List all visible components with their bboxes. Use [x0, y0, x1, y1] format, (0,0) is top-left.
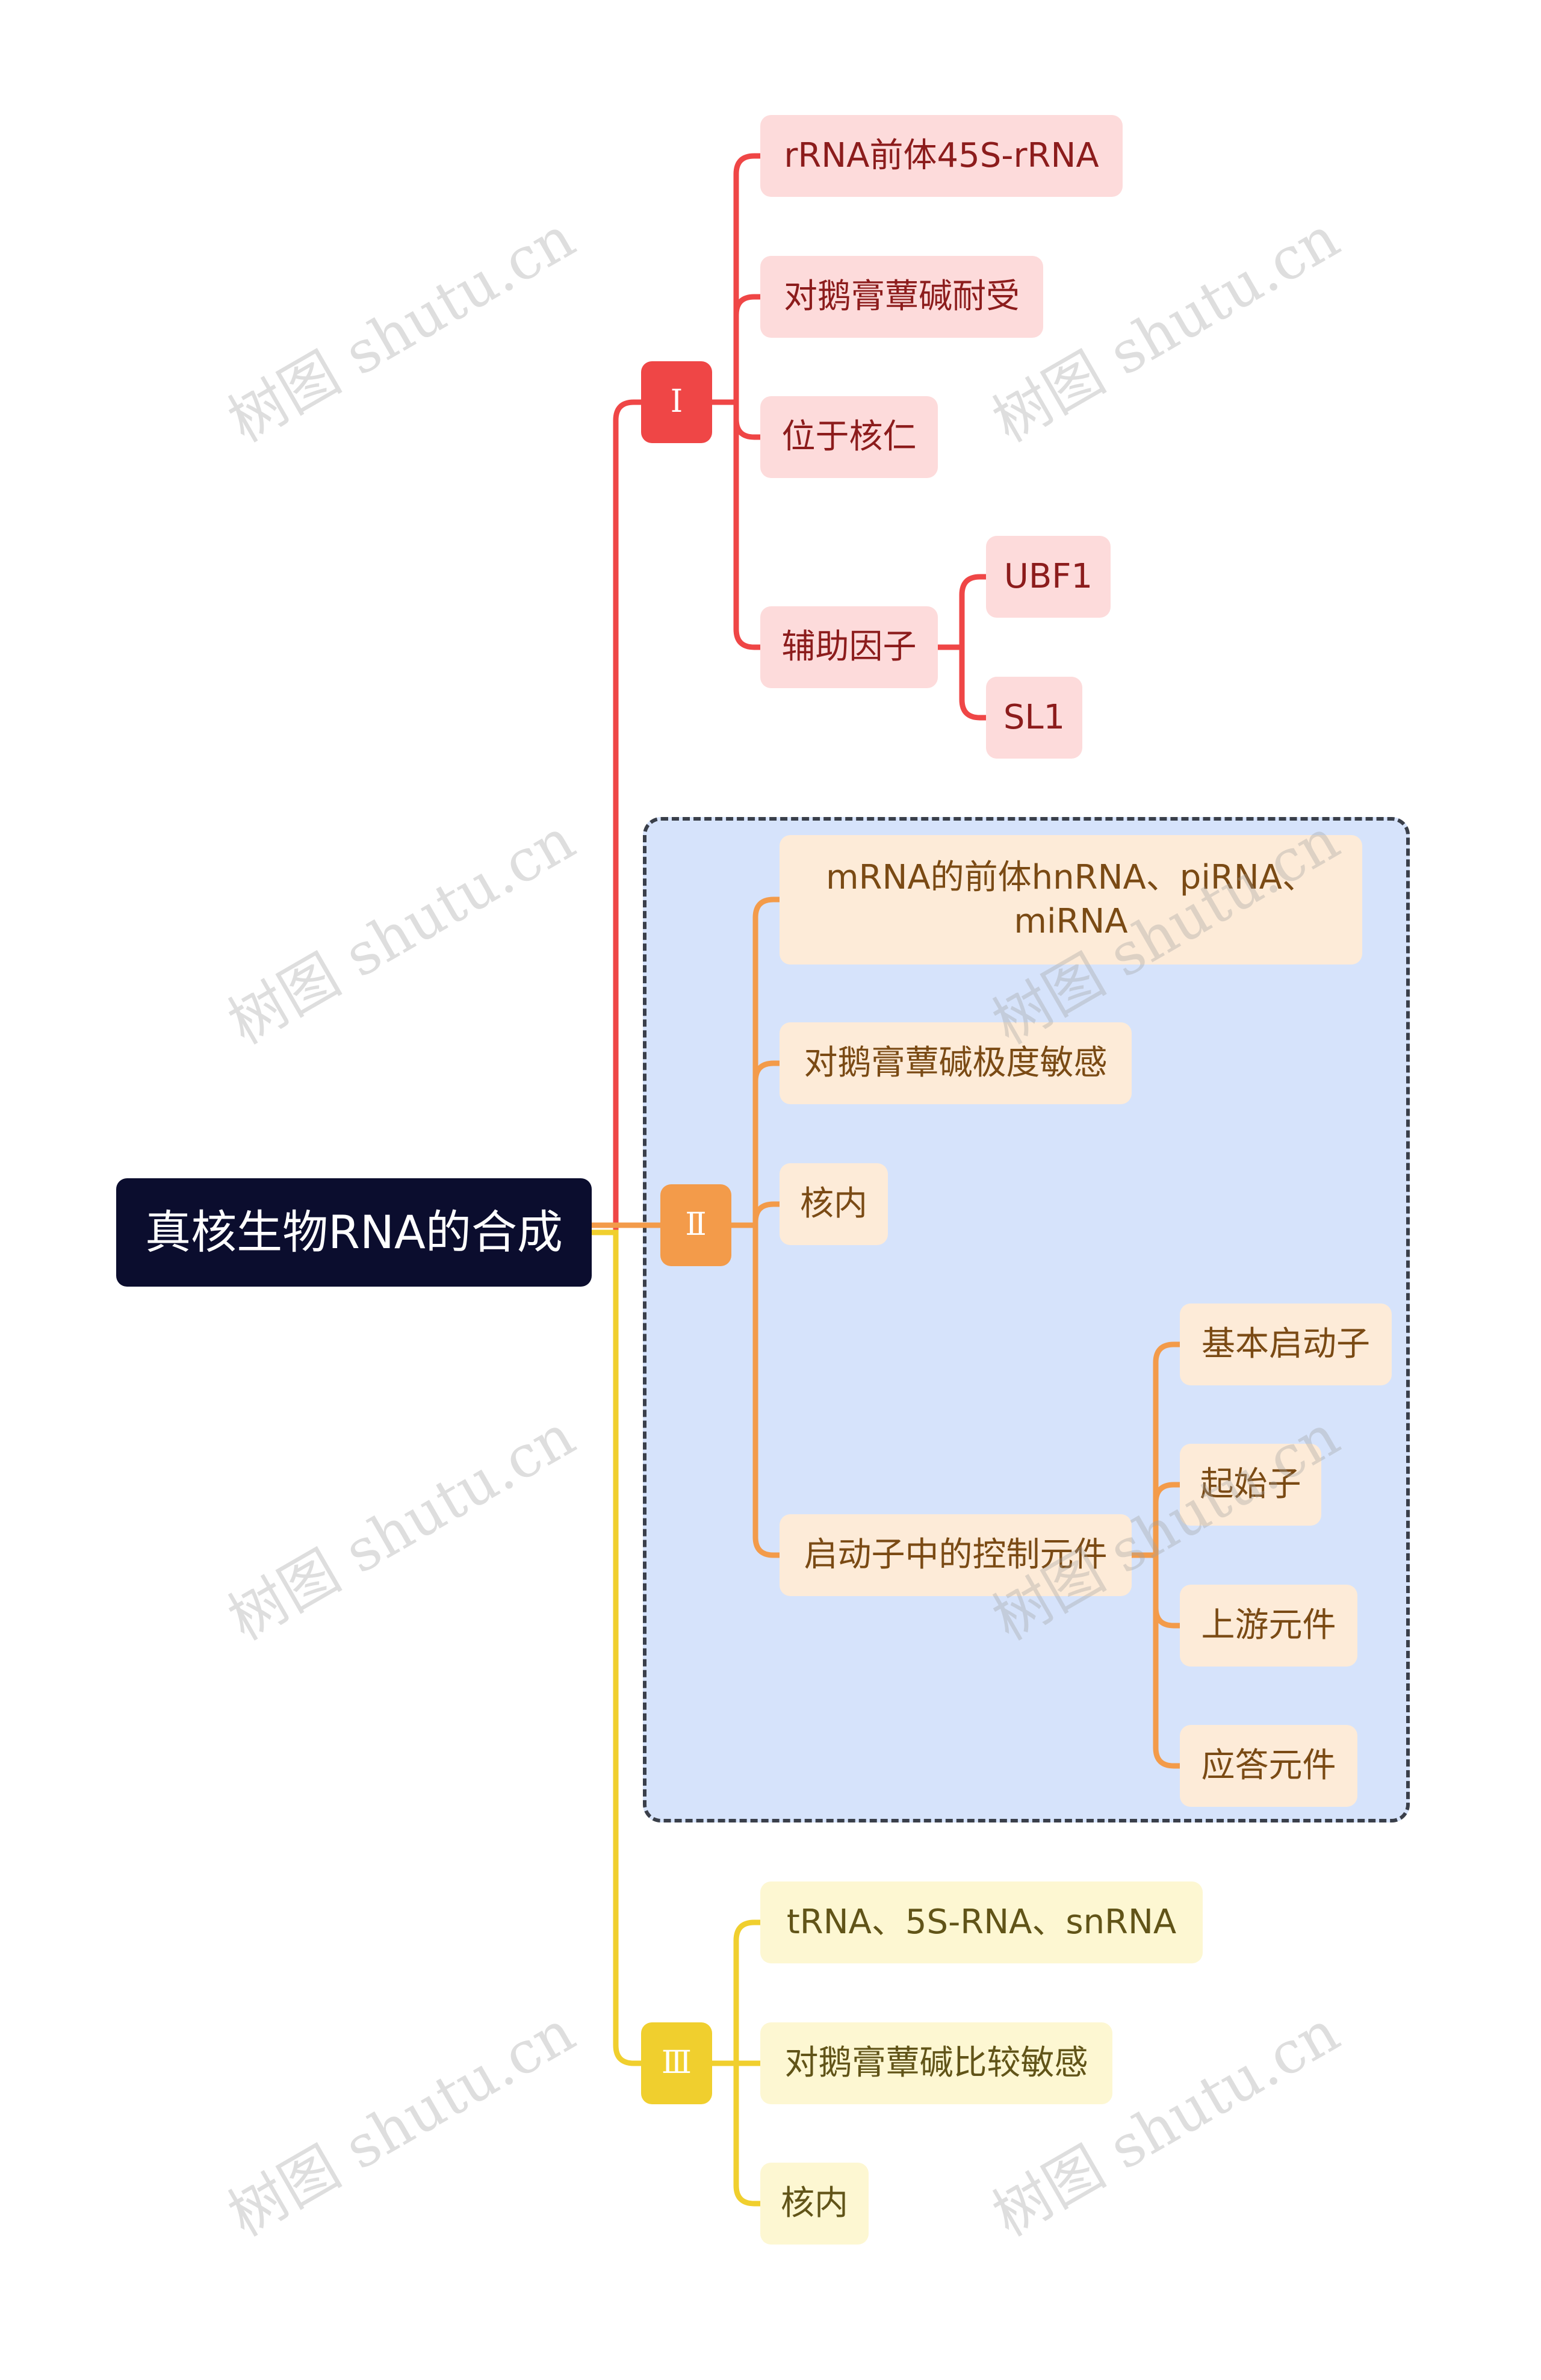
link-branch-2-item-4-sub-2 [1129, 1482, 1183, 1558]
branch-2-item-4-sub-4-label: 应答元件 [1201, 1745, 1336, 1785]
link-branch-2-item-2 [728, 1060, 783, 1228]
link-root-branch-3 [589, 1229, 644, 2066]
branch-1-label: Ⅰ [670, 384, 683, 420]
branch-1-topic[interactable]: Ⅰ [641, 361, 712, 443]
branch-2-item-4-sub-3-label: 上游元件 [1201, 1605, 1336, 1645]
branch-1-item-4-sub-2-label: SL1 [1003, 697, 1065, 737]
link-branch-1-item-2 [709, 294, 763, 405]
branch-3-item-2-label: 对鹅膏蕈碱比较敏感 [784, 2043, 1088, 2083]
branch-3-item-2[interactable]: 对鹅膏蕈碱比较敏感 [760, 2022, 1112, 2104]
link-branch-3-item-1 [709, 1919, 763, 2066]
branch-1-item-2-label: 对鹅膏蕈碱耐受 [784, 276, 1020, 316]
link-branch-1-item-1 [709, 153, 763, 405]
link-branch-1-item-4-sub-1 [935, 574, 989, 650]
link-branch-1-item-4 [709, 399, 763, 650]
link-root-branch-1 [589, 399, 644, 1235]
link-branch-2-item-4-sub-1 [1129, 1341, 1183, 1558]
branch-3-item-3-label: 核内 [781, 2183, 848, 2223]
branch-1-item-1[interactable]: rRNA前体45S-rRNA [760, 115, 1123, 197]
link-branch-1-item-4-sub-2 [935, 644, 989, 721]
branch-2-item-2-label: 对鹅膏蕈碱极度敏感 [804, 1043, 1108, 1083]
branch-1-item-1-label: rRNA前体45S-rRNA [784, 135, 1099, 175]
branch-2-topic[interactable]: Ⅱ [660, 1184, 731, 1266]
branch-2-item-2[interactable]: 对鹅膏蕈碱极度敏感 [780, 1022, 1132, 1104]
branch-2-item-4-sub-1[interactable]: 基本启动子 [1180, 1303, 1392, 1385]
link-branch-2-item-4-sub-4 [1129, 1552, 1183, 1769]
branch-3-topic[interactable]: Ⅲ [641, 2022, 712, 2104]
branch-3-item-1[interactable]: tRNA、5S-RNA、snRNA [760, 1881, 1203, 1963]
branch-2-item-1-label: mRNA的前体hnRNA、piRNA、miRNA [826, 857, 1316, 941]
link-branch-3-item-3 [709, 2060, 763, 2207]
branch-1-item-4-label: 辅助因子 [781, 627, 917, 666]
root-topic[interactable]: 真核生物RNA的合成 [116, 1178, 592, 1287]
branch-2-item-4-sub-2-label: 起始子 [1200, 1464, 1301, 1504]
branch-3-item-1-label: tRNA、5S-RNA、snRNA [786, 1902, 1177, 1942]
branch-1-item-3[interactable]: 位于核仁 [760, 396, 938, 478]
branch-2-item-4-sub-3[interactable]: 上游元件 [1180, 1585, 1357, 1667]
branch-2-item-4-sub-1-label: 基本启动子 [1201, 1324, 1370, 1364]
branch-3-item-3[interactable]: 核内 [760, 2163, 869, 2245]
link-branch-2-item-1 [728, 896, 783, 1228]
branch-2-item-4-sub-2[interactable]: 起始子 [1180, 1444, 1321, 1526]
branch-2-item-1[interactable]: mRNA的前体hnRNA、piRNA、miRNA [780, 835, 1362, 965]
branch-2-item-3-label: 核内 [800, 1184, 867, 1223]
branch-2-item-4-sub-4[interactable]: 应答元件 [1180, 1725, 1357, 1807]
branch-2-item-4[interactable]: 启动子中的控制元件 [780, 1514, 1132, 1596]
branch-1-item-3-label: 位于核仁 [781, 417, 917, 456]
link-branch-2-item-3 [728, 1201, 783, 1228]
branch-3-label: Ⅲ [661, 2045, 692, 2081]
branch-1-item-4[interactable]: 辅助因子 [760, 606, 938, 688]
branch-1-item-4-sub-1[interactable]: UBF1 [986, 536, 1111, 618]
branch-1-item-4-sub-1-label: UBF1 [1003, 556, 1093, 596]
link-branch-2-item-4 [728, 1222, 783, 1558]
root-topic-label: 真核生物RNA的合成 [145, 1205, 563, 1259]
branch-1-item-2[interactable]: 对鹅膏蕈碱耐受 [760, 256, 1043, 338]
branch-1-item-4-sub-2[interactable]: SL1 [986, 677, 1082, 759]
branch-2-item-3[interactable]: 核内 [780, 1163, 888, 1245]
branch-2-item-4-label: 启动子中的控制元件 [804, 1535, 1108, 1574]
branch-2-label: Ⅱ [685, 1207, 707, 1243]
